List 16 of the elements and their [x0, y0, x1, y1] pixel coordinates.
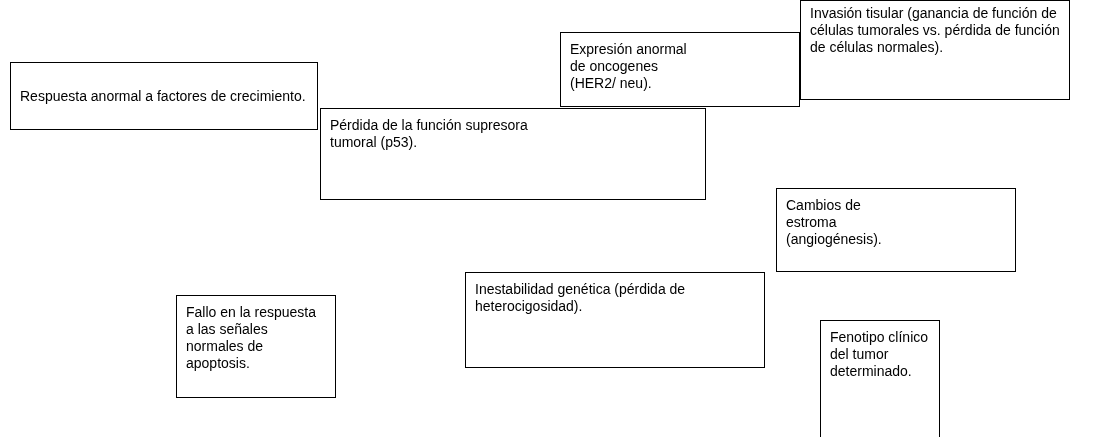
text-box: [320, 108, 706, 200]
text-box: [776, 188, 1016, 272]
text-box: [10, 62, 318, 130]
box-text: Expresión anormal de oncogenes (HER2/ neu).: [570, 41, 688, 92]
box-text: Invasión tisular (ganancia de función de células tumorales vs. pérdida de función de células normales).: [810, 5, 1060, 56]
box-text: Inestabilidad genética (pérdida de heterocigosidad).: [475, 281, 687, 315]
box-text: Cambios de estroma (angiogénesis).: [786, 197, 883, 248]
box-text: Fenotipo clínico del tumor determinado.: [830, 329, 930, 380]
text-box: [176, 295, 336, 398]
box-text: Fallo en la respuesta a las señales normales de apoptosis.: [186, 304, 317, 372]
text-box: [800, 0, 1070, 100]
box-text: Pérdida de la función supresora tumoral (p53).: [330, 117, 529, 151]
box-text: Respuesta anormal a factores de crecimiento.: [20, 87, 306, 105]
text-box: [820, 320, 940, 437]
text-box: [465, 272, 765, 368]
text-box: [560, 32, 800, 107]
